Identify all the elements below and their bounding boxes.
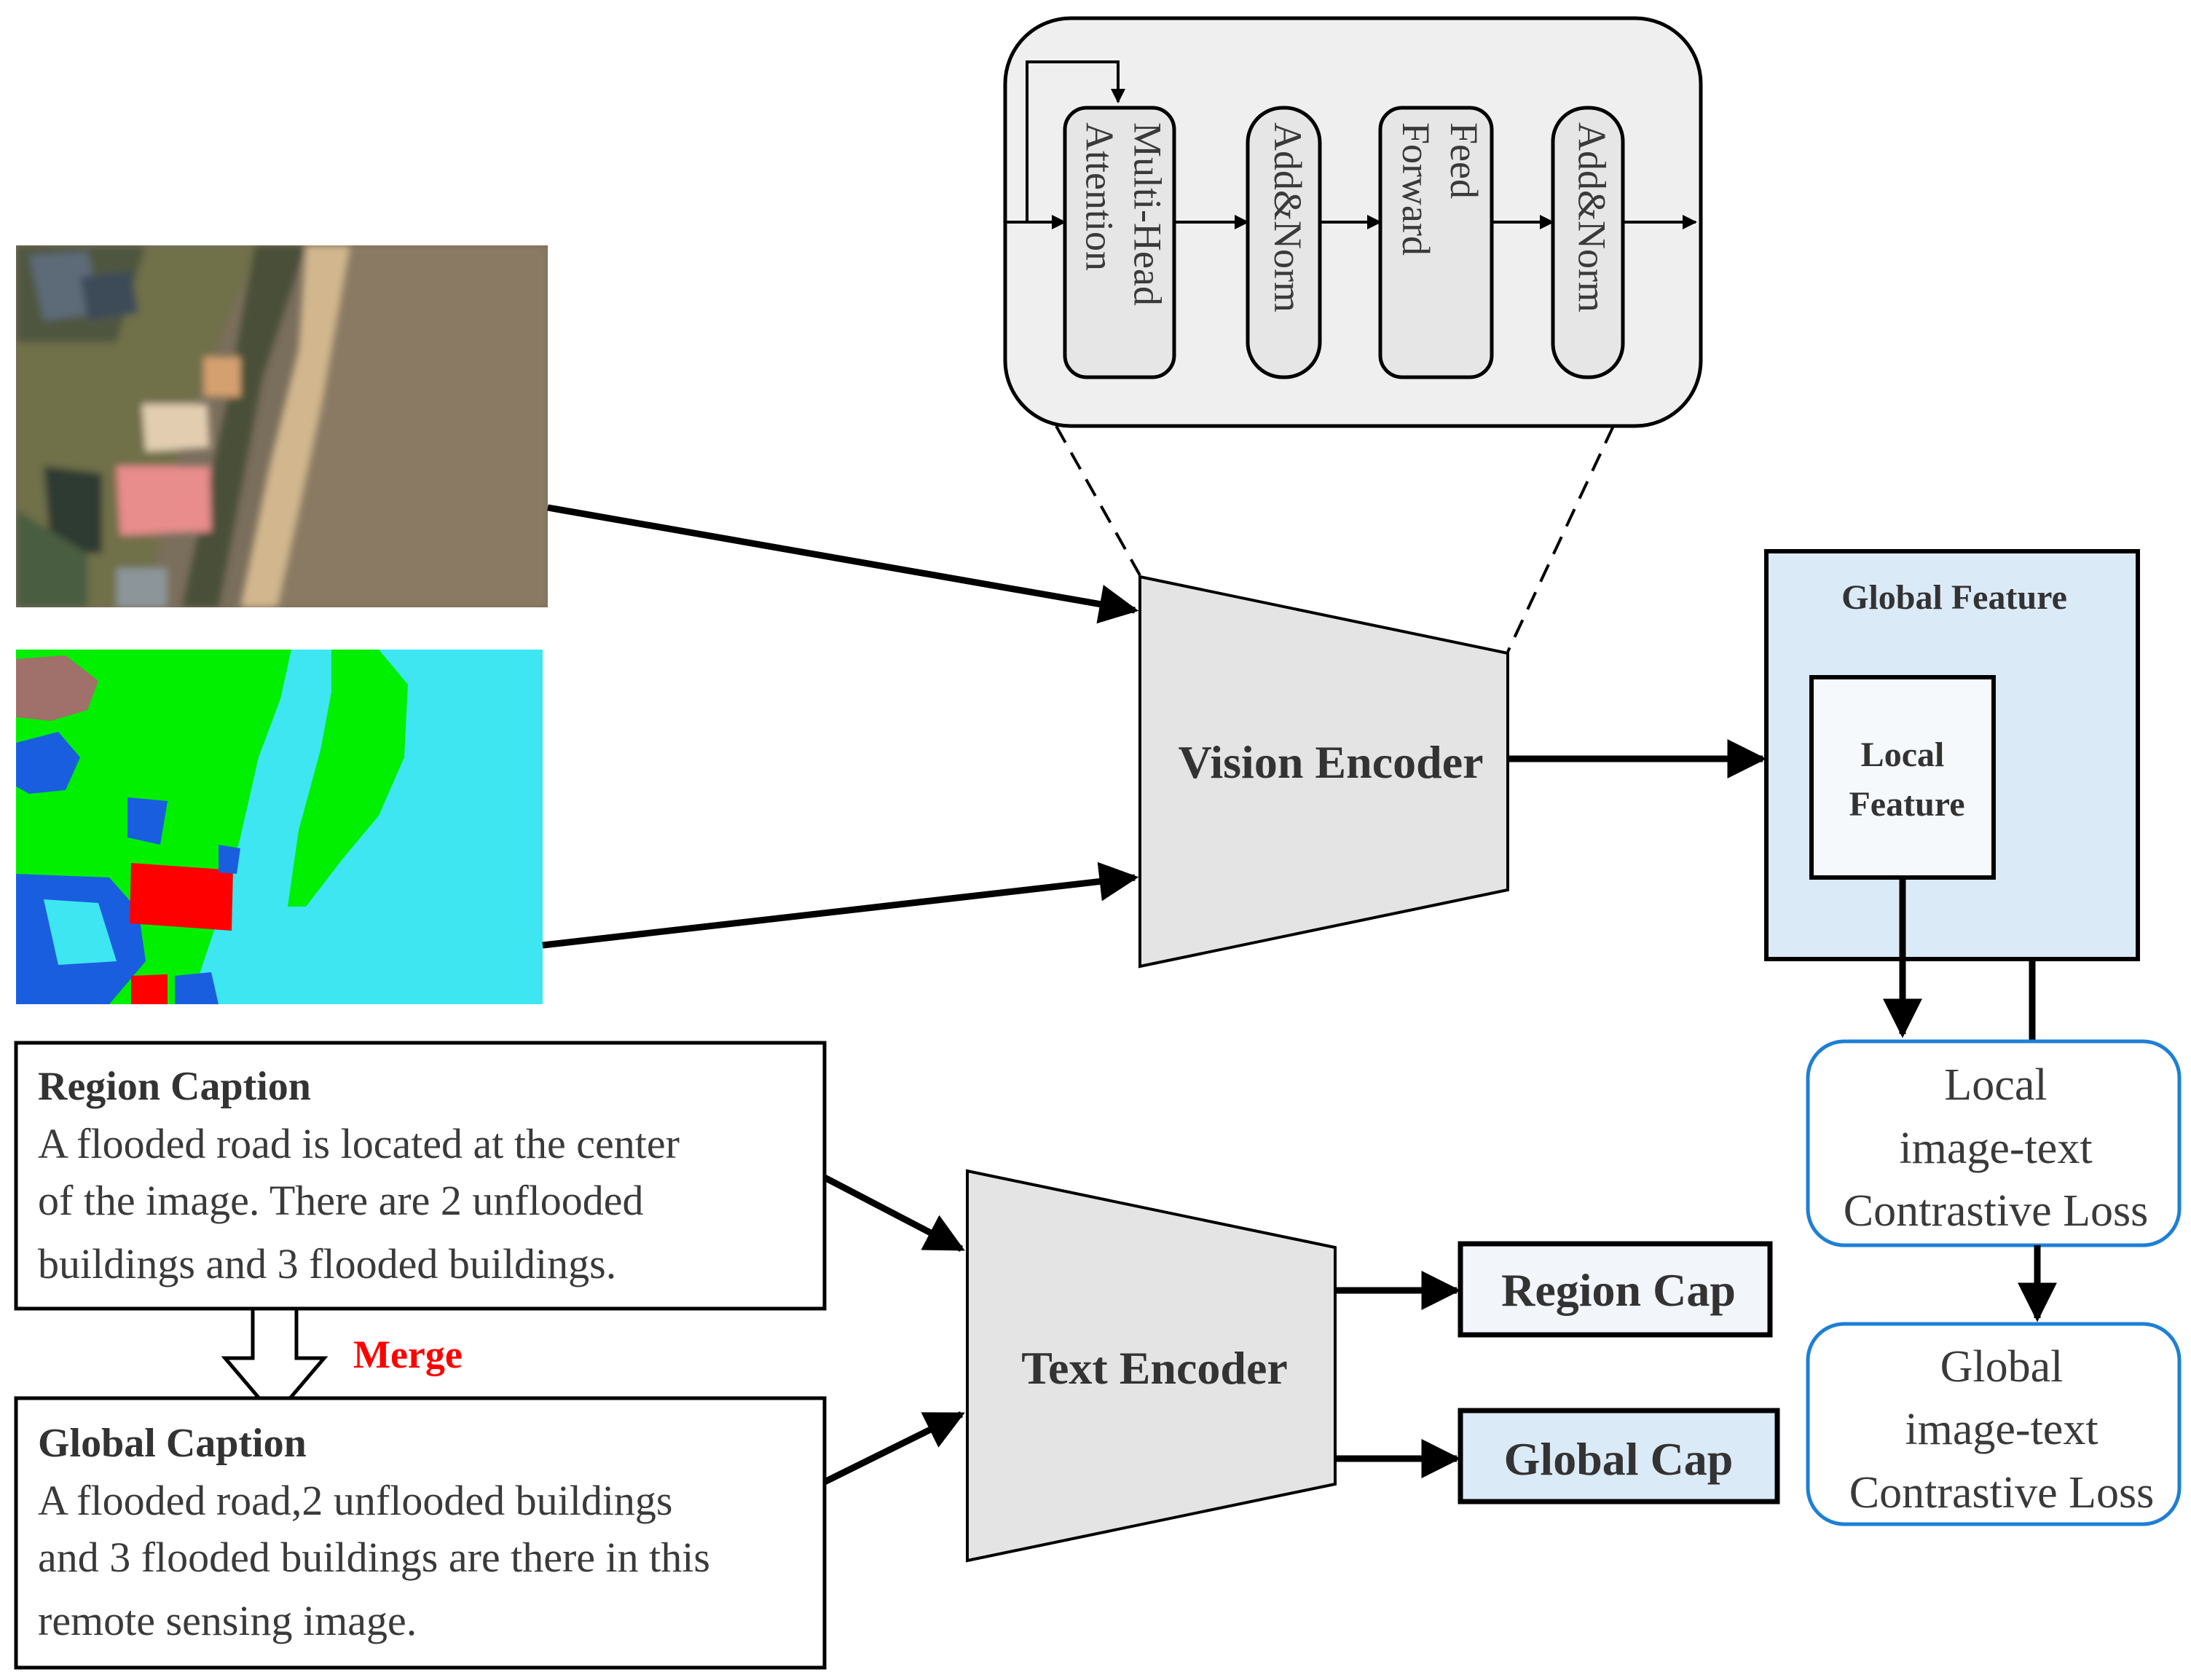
merge-label: Merge	[353, 1333, 463, 1376]
global-caption-box: Global Caption A flooded road,2 unfloode…	[14, 1396, 827, 1670]
global-caption-line1: A flooded road,2 unflooded buildings	[38, 1477, 673, 1524]
local-loss-line2: image-text	[1899, 1124, 2092, 1173]
arrow-global-caption-to-text	[823, 1411, 965, 1486]
global-loss-line1: Global	[1940, 1342, 2064, 1392]
multi-head-attention-block-label-line1: Multi-Head	[1126, 122, 1170, 306]
zoom-line-left	[1055, 425, 1141, 576]
add-norm-block-1-label-line1: Add&Norm	[1266, 122, 1310, 312]
vision-encoder-shape	[1138, 575, 1509, 969]
global-caption-line2: and 3 flooded buildings are there in thi…	[38, 1534, 710, 1581]
global-cap-label: Global Cap	[1504, 1433, 1734, 1485]
global-feature-label: Global Feature	[1841, 578, 2067, 617]
text-encoder: Text Encoder	[966, 1169, 1337, 1563]
text-encoder-label: Text Encoder	[1021, 1342, 1288, 1394]
local-loss-line1: Local	[1944, 1060, 2047, 1110]
arrow-region-caption-to-text	[822, 1175, 965, 1252]
global-caption-line3: remote sensing image.	[38, 1597, 417, 1644]
global-contrastive-loss-box: Global image-text Contrastive Loss	[1806, 1322, 2182, 1526]
arrow-seg-to-vision	[542, 861, 1139, 949]
feed-forward-block	[1378, 106, 1494, 379]
local-loss-line3: Contrastive Loss	[1844, 1186, 2148, 1236]
local-contrastive-loss-box: Local image-text Contrastive Loss	[1806, 1039, 2182, 1247]
multi-head-attention-block-label-line2: Attention	[1078, 122, 1122, 271]
feed-forward-block-label-line1: Feed	[1442, 122, 1486, 199]
merge-arrow: Merge	[221, 1306, 463, 1419]
add-norm-block-2	[1551, 106, 1625, 379]
add-norm-block-2-label-line1: Add&Norm	[1570, 122, 1614, 312]
arrow-image-to-vision	[547, 504, 1139, 624]
global-cap-box: Global Cap	[1458, 1408, 1780, 1504]
region-caption-title: Region Caption	[38, 1064, 311, 1109]
feed-forward-block-label-line2: Forward	[1394, 122, 1438, 256]
region-cap-box: Region Cap	[1458, 1241, 1773, 1338]
add-norm-block-1	[1246, 106, 1322, 379]
region-caption-line3: buildings and 3 flooded buildings.	[38, 1240, 616, 1287]
global-loss-line3: Contrastive Loss	[1849, 1468, 2154, 1518]
region-caption-line1: A flooded road is located at the center	[38, 1120, 680, 1167]
text-encoder-shape	[966, 1169, 1337, 1563]
region-cap-label: Region Cap	[1501, 1264, 1736, 1316]
global-loss-line2: image-text	[1905, 1405, 2098, 1454]
vision-encoder: Vision Encoder	[1138, 575, 1509, 969]
local-feature-label-line2: Feature	[1849, 785, 1964, 824]
multi-head-attention-block	[1063, 106, 1176, 379]
residual-connection	[1026, 60, 1125, 222]
local-feature-label-line1: Local	[1861, 736, 1945, 774]
aerial-image	[16, 245, 548, 607]
region-caption-box: Region Caption A flooded road is located…	[14, 1041, 827, 1311]
local-feature-box: Local Feature	[1809, 675, 1996, 880]
global-caption-title: Global Caption	[38, 1421, 307, 1466]
vision-encoder-label: Vision Encoder	[1179, 736, 1484, 788]
zoom-line-right	[1506, 425, 1615, 652]
region-caption-line2: of the image. There are 2 unflooded	[38, 1177, 644, 1224]
segmentation-map	[16, 650, 543, 1004]
